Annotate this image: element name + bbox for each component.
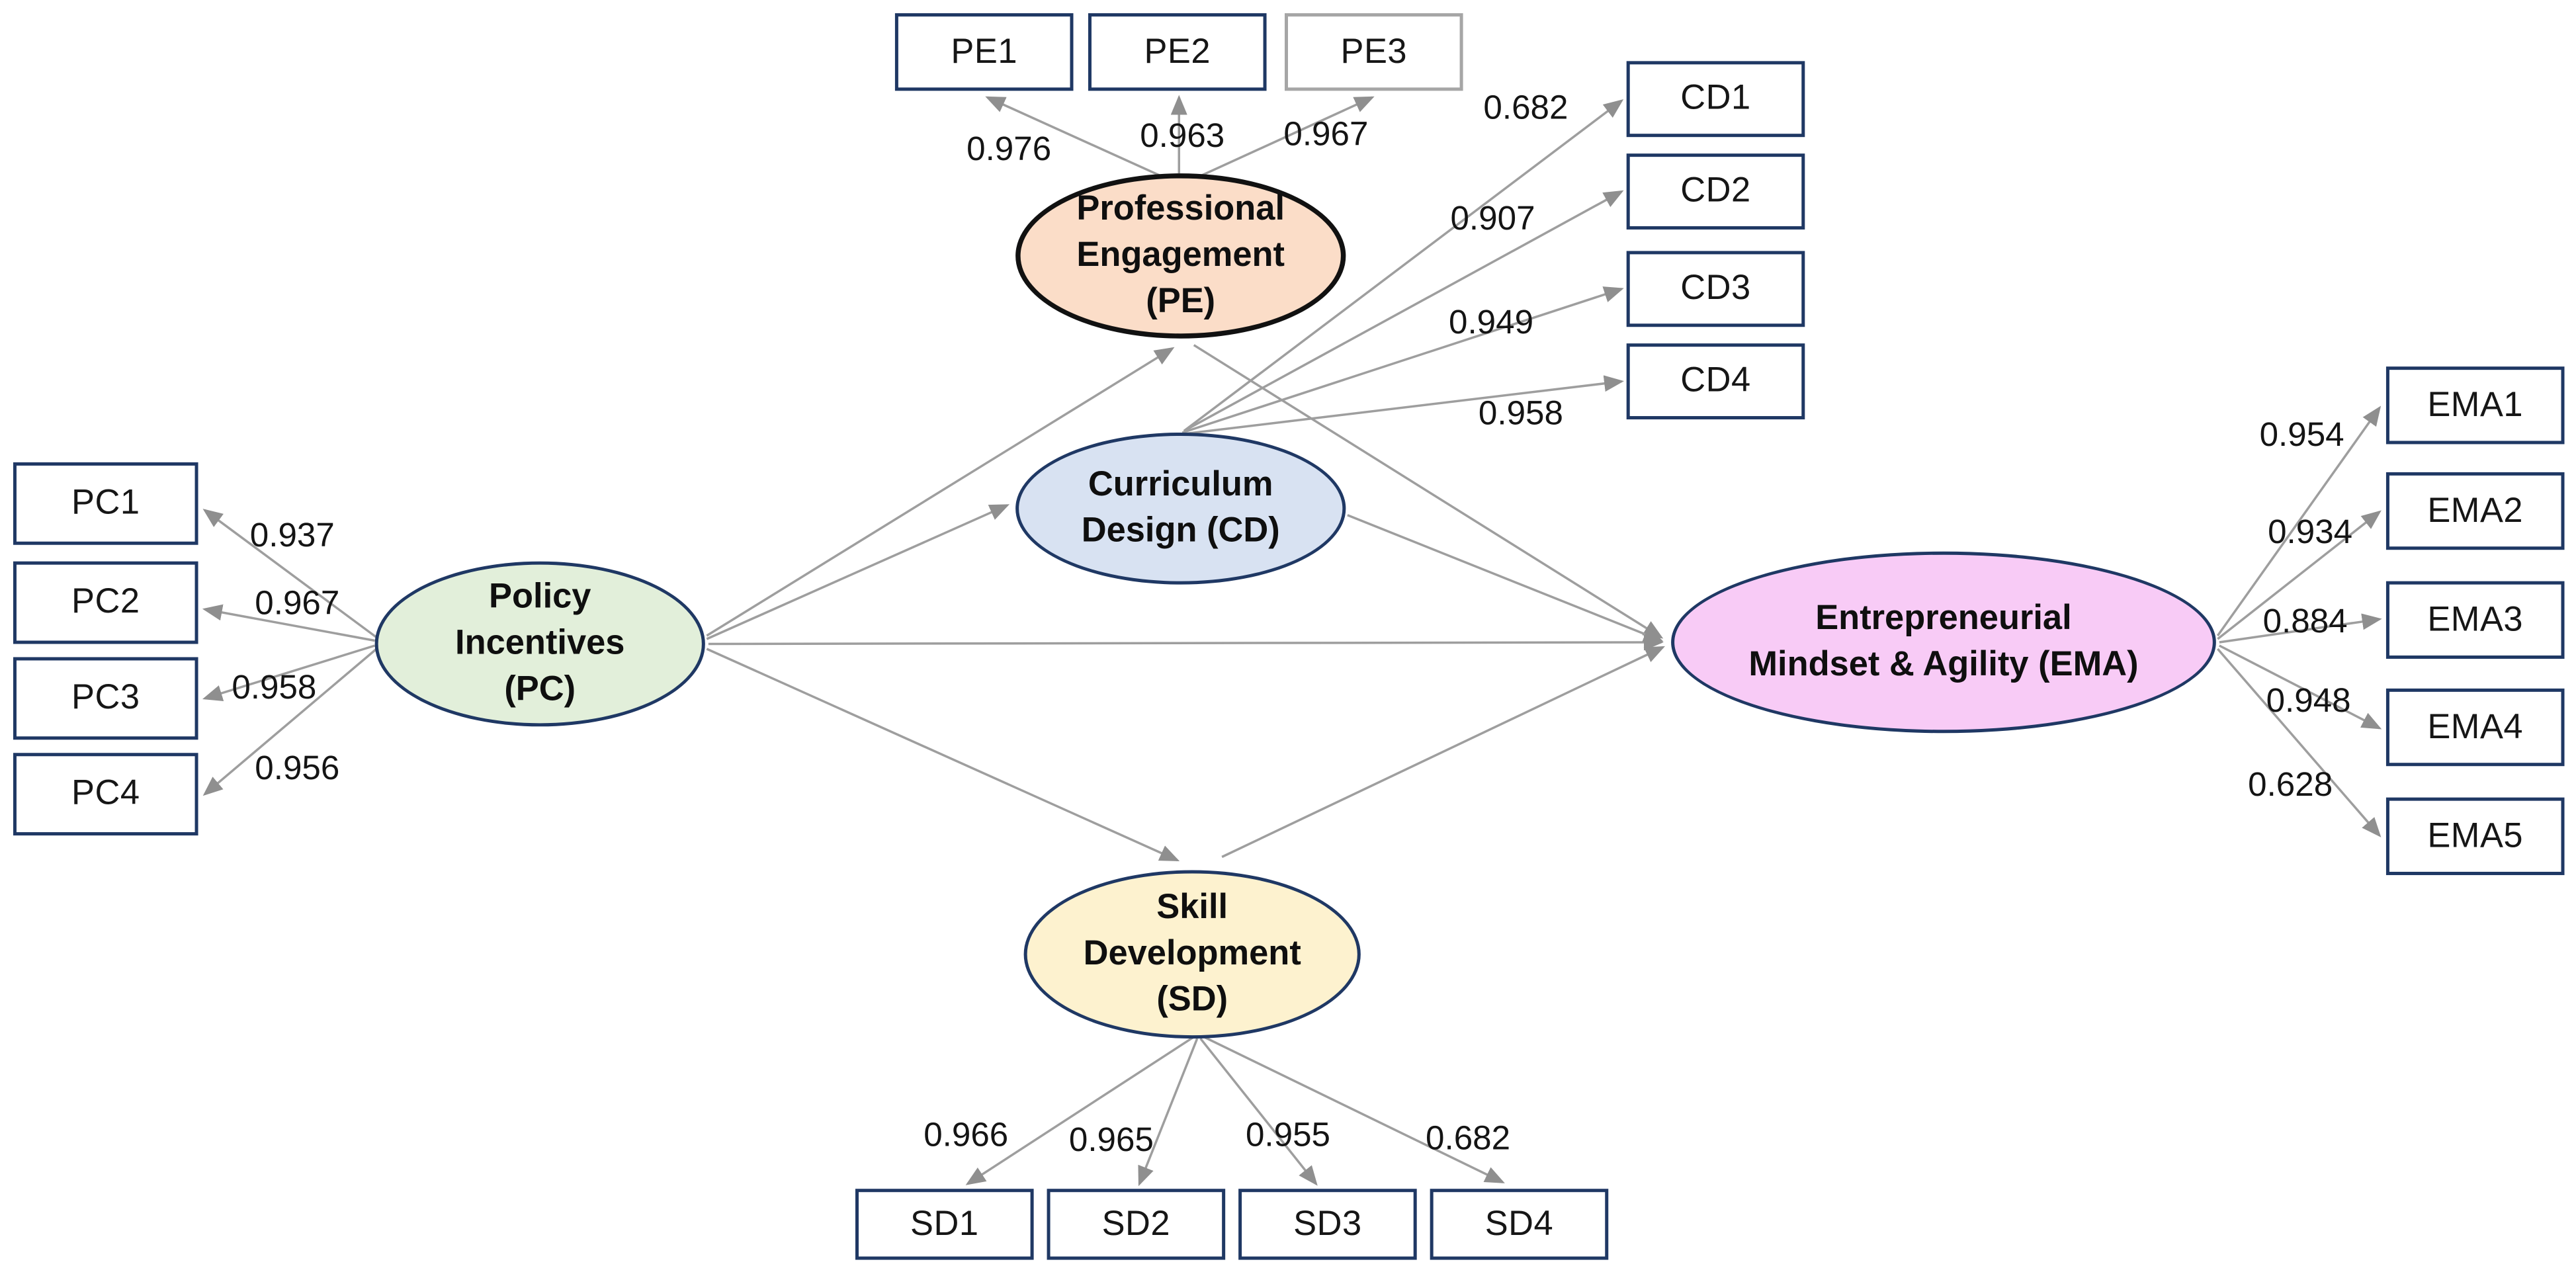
loading-sd1: 0.966: [923, 1116, 1009, 1154]
loading-cd2: 0.907: [1450, 200, 1535, 238]
loading-sd2: 0.965: [1068, 1121, 1154, 1160]
indicator-box-pe3: PE3: [1285, 13, 1463, 91]
path-pc-cd: [706, 504, 1010, 640]
latent-label-cd: Curriculum Design (CD): [1081, 466, 1280, 550]
loading-pc4: 0.956: [255, 749, 340, 788]
indicator-label: CD2: [1680, 171, 1751, 210]
loading-sd4: 0.682: [1426, 1119, 1511, 1158]
indicator-box-pc1: PC1: [13, 462, 198, 545]
indicator-box-ema3: EMA3: [2385, 581, 2565, 659]
indicator-label: PE3: [1340, 32, 1408, 71]
latent-ema: Entrepreneurial Mindset & Agility (EMA): [1671, 551, 2216, 734]
loading-cd4: 0.958: [1478, 394, 1563, 433]
indicator-label: PE1: [951, 32, 1017, 71]
indicator-box-ema2: EMA2: [2385, 472, 2565, 550]
path-pe-ema: [1193, 344, 1664, 639]
path-cd-ema: [1347, 514, 1664, 642]
loading-ema1: 0.954: [2259, 416, 2344, 454]
indicator-label: PC1: [71, 484, 140, 522]
loading-sd3: 0.955: [1245, 1116, 1331, 1154]
indicator-label: SD3: [1293, 1204, 1362, 1243]
indicator-box-ema4: EMA4: [2385, 688, 2565, 767]
edge-pc-pc2: [202, 604, 375, 642]
edge-ema-ema1: [2216, 405, 2382, 637]
loading-pe1: 0.976: [966, 130, 1052, 169]
loading-ema3: 0.884: [2262, 603, 2348, 641]
indicator-label: SD4: [1484, 1204, 1554, 1243]
loading-pc1: 0.937: [249, 517, 335, 555]
indicator-box-sd2: SD2: [1047, 1189, 1226, 1260]
loading-pc2: 0.967: [255, 584, 340, 623]
edge-ema-ema3: [2219, 613, 2382, 644]
indicator-label: PC4: [71, 774, 140, 813]
latent-pe: Professional Engagement (PE): [1015, 173, 1346, 339]
edge-cd-cd2: [1183, 190, 1624, 433]
edge-ema-ema4: [2219, 644, 2382, 730]
loading-cd1: 0.682: [1483, 89, 1568, 128]
latent-label-pc: Policy Incentives (PC): [455, 578, 625, 708]
latent-cd: Curriculum Design (CD): [1015, 432, 1346, 585]
indicator-label: EMA5: [2427, 816, 2524, 855]
indicator-box-sd3: SD3: [1238, 1189, 1417, 1260]
indicator-label: EMA3: [2427, 600, 2524, 638]
edge-ema-ema2: [2217, 510, 2382, 640]
latent-label-ema: Entrepreneurial Mindset & Agility (EMA): [1748, 599, 2139, 684]
edge-sd-sd1: [965, 1036, 1195, 1185]
indicator-box-ema1: EMA1: [2385, 366, 2565, 445]
edge-pc-pc3: [202, 644, 376, 702]
edge-cd-cd3: [1181, 286, 1624, 434]
indicator-box-pc4: PC4: [13, 753, 198, 836]
edge-pc-pc1: [202, 509, 378, 638]
edge-sd-sd3: [1199, 1037, 1318, 1186]
edge-ema-ema5: [2217, 648, 2382, 837]
edge-sd-sd4: [1203, 1036, 1505, 1183]
latent-sd: Skill Development (SD): [1023, 870, 1361, 1039]
latent-pc: Policy Incentives (PC): [374, 561, 705, 727]
indicator-box-pe1: PE1: [894, 13, 1074, 91]
indicator-box-pc3: PC3: [13, 657, 198, 740]
indicator-label: EMA1: [2427, 385, 2524, 424]
loading-pe3: 0.967: [1283, 115, 1369, 154]
indicator-label: PC2: [71, 583, 140, 621]
indicator-label: PC3: [71, 678, 140, 717]
edge-pe-pe3: [1198, 96, 1375, 178]
loading-ema5: 0.628: [2248, 766, 2333, 804]
edge-pc-pc4: [202, 648, 378, 796]
indicator-box-cd3: CD3: [1626, 251, 1805, 327]
indicator-box-pe2: PE2: [1088, 13, 1267, 91]
indicator-box-sd4: SD4: [1430, 1189, 1609, 1260]
latent-label-sd: Skill Development (SD): [1083, 888, 1301, 1019]
indicator-label: CD4: [1680, 361, 1751, 400]
indicator-label: EMA2: [2427, 491, 2524, 530]
indicator-label: PE2: [1144, 32, 1211, 71]
loading-ema4: 0.948: [2266, 681, 2351, 720]
loading-cd3: 0.949: [1448, 304, 1534, 342]
edge-cd-cd4: [1180, 375, 1624, 436]
indicator-label: CD1: [1680, 79, 1751, 118]
path-pc-ema: [708, 634, 1664, 651]
indicator-box-ema5: EMA5: [2385, 797, 2565, 875]
path-pc-pe: [706, 347, 1175, 637]
loading-pc3: 0.958: [232, 668, 317, 707]
latent-label-pe: Professional Engagement (PE): [1076, 191, 1285, 320]
loading-ema2: 0.934: [2268, 513, 2353, 552]
indicator-label: SD1: [910, 1204, 979, 1243]
indicator-box-cd1: CD1: [1626, 61, 1805, 138]
edge-cd-cd1: [1183, 99, 1624, 432]
indicator-box-sd1: SD1: [855, 1189, 1034, 1260]
indicator-box-cd2: CD2: [1626, 153, 1805, 230]
indicator-label: SD2: [1101, 1204, 1171, 1243]
loading-pe2: 0.963: [1140, 117, 1225, 155]
path-pc-sd: [706, 648, 1180, 862]
indicator-box-cd4: CD4: [1626, 343, 1805, 420]
path-sd-ema: [1221, 646, 1666, 859]
edge-sd-sd2: [1138, 1038, 1199, 1187]
edge-pe-pe1: [985, 96, 1164, 178]
indicator-label: EMA4: [2427, 707, 2524, 746]
indicator-box-pc2: PC2: [13, 561, 198, 644]
indicator-label: CD3: [1680, 269, 1751, 308]
